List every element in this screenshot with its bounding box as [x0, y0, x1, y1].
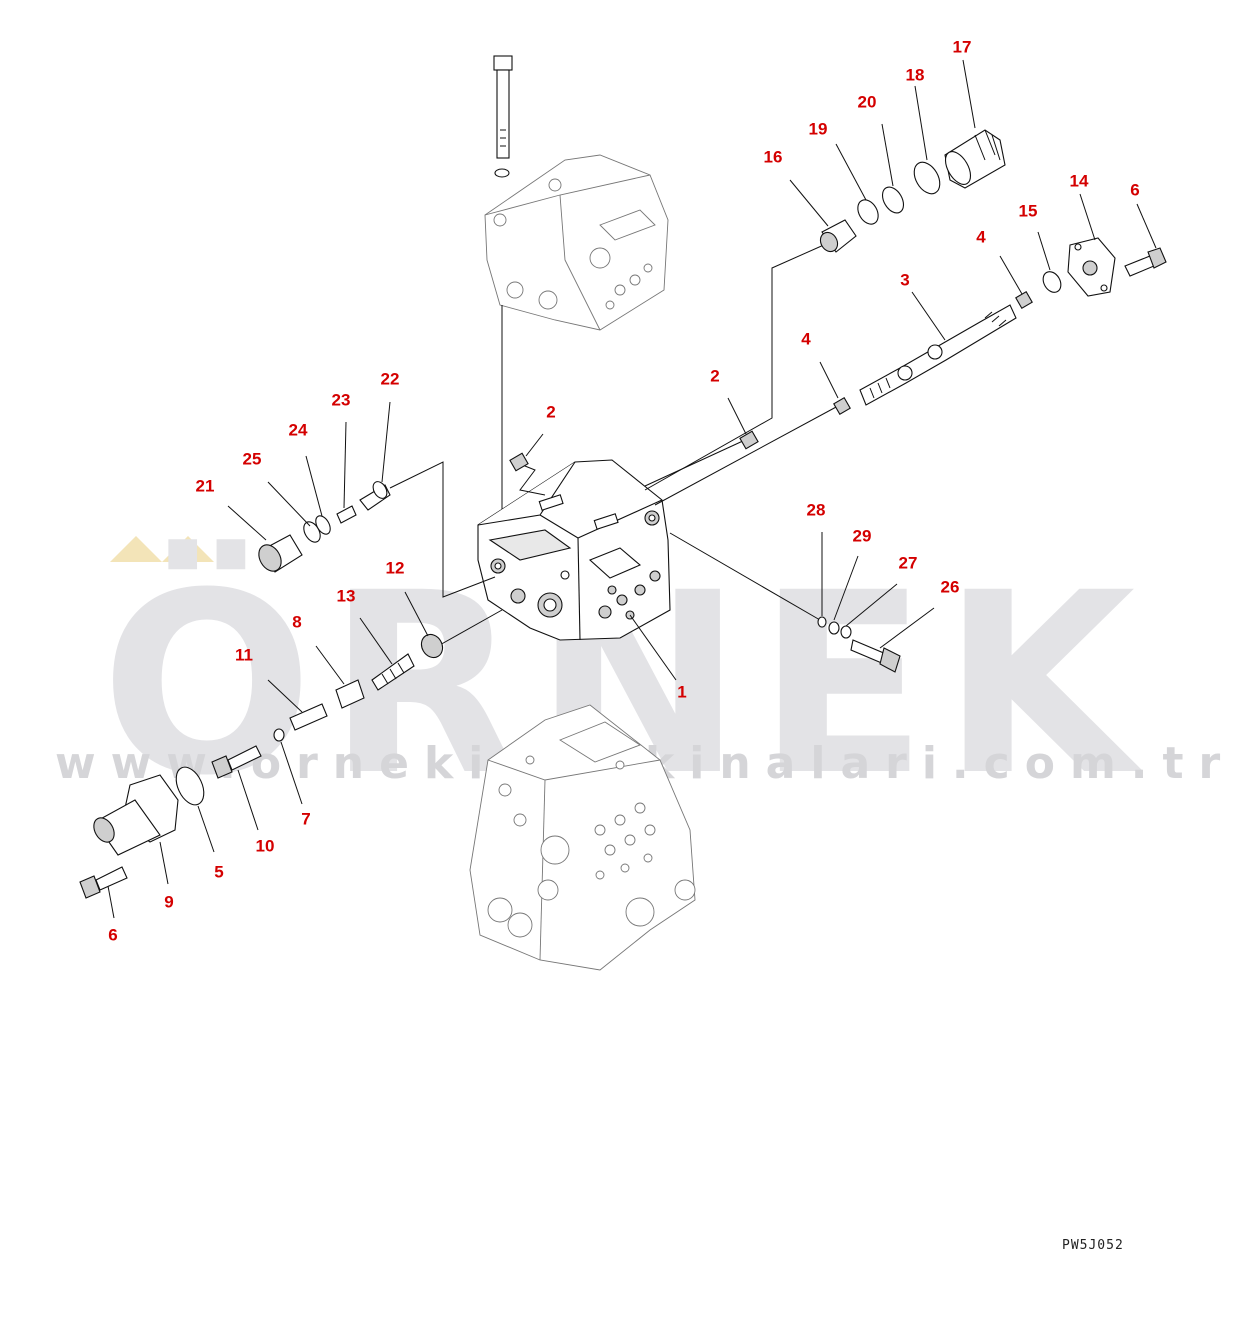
callout-9: 9 [164, 892, 174, 912]
callout-28: 28 [806, 500, 826, 520]
callout-14: 14 [1069, 171, 1089, 191]
drawing-code: PW5J052 [1062, 1238, 1124, 1253]
callout-leaders [107, 59, 1157, 919]
callout-21: 21 [195, 476, 215, 496]
relief-valve-parts [509, 129, 1167, 472]
callout-26: 26 [940, 577, 960, 597]
callout-10: 10 [255, 836, 275, 856]
main-valve-block [477, 459, 671, 641]
callout-23: 23 [331, 390, 351, 410]
callout-6-upper: 6 [1130, 180, 1140, 200]
watermark-accent-left [110, 536, 162, 562]
callout-20: 20 [857, 92, 877, 112]
callout-5: 5 [214, 862, 224, 882]
callout-8: 8 [292, 612, 302, 632]
callout-2-right: 2 [710, 366, 720, 386]
callout-18: 18 [905, 65, 925, 85]
callout-15: 15 [1018, 201, 1038, 221]
callout-29: 29 [852, 526, 872, 546]
callout-22: 22 [380, 369, 400, 389]
upper-valve-section [484, 55, 669, 331]
callout-16: 16 [763, 147, 783, 167]
watermark-accent-right [162, 536, 214, 562]
callout-24: 24 [288, 420, 308, 440]
callout-13: 13 [336, 586, 356, 606]
callout-3: 3 [900, 270, 910, 290]
callout-17: 17 [952, 37, 972, 57]
callout-1: 1 [677, 682, 687, 702]
lower-valve-section [469, 704, 696, 971]
callout-4-left: 4 [801, 329, 811, 349]
callout-19: 19 [808, 119, 828, 139]
callout-11: 11 [235, 645, 253, 665]
left-valve-parts [79, 481, 901, 899]
callout-2-left: 2 [546, 402, 556, 422]
callout-4-right: 4 [976, 227, 986, 247]
callout-25: 25 [242, 449, 262, 469]
callout-7: 7 [301, 809, 311, 829]
assembly-lines [389, 243, 839, 647]
callout-6-lower: 6 [108, 925, 118, 945]
callout-12: 12 [385, 558, 405, 578]
callout-27: 27 [898, 553, 918, 573]
